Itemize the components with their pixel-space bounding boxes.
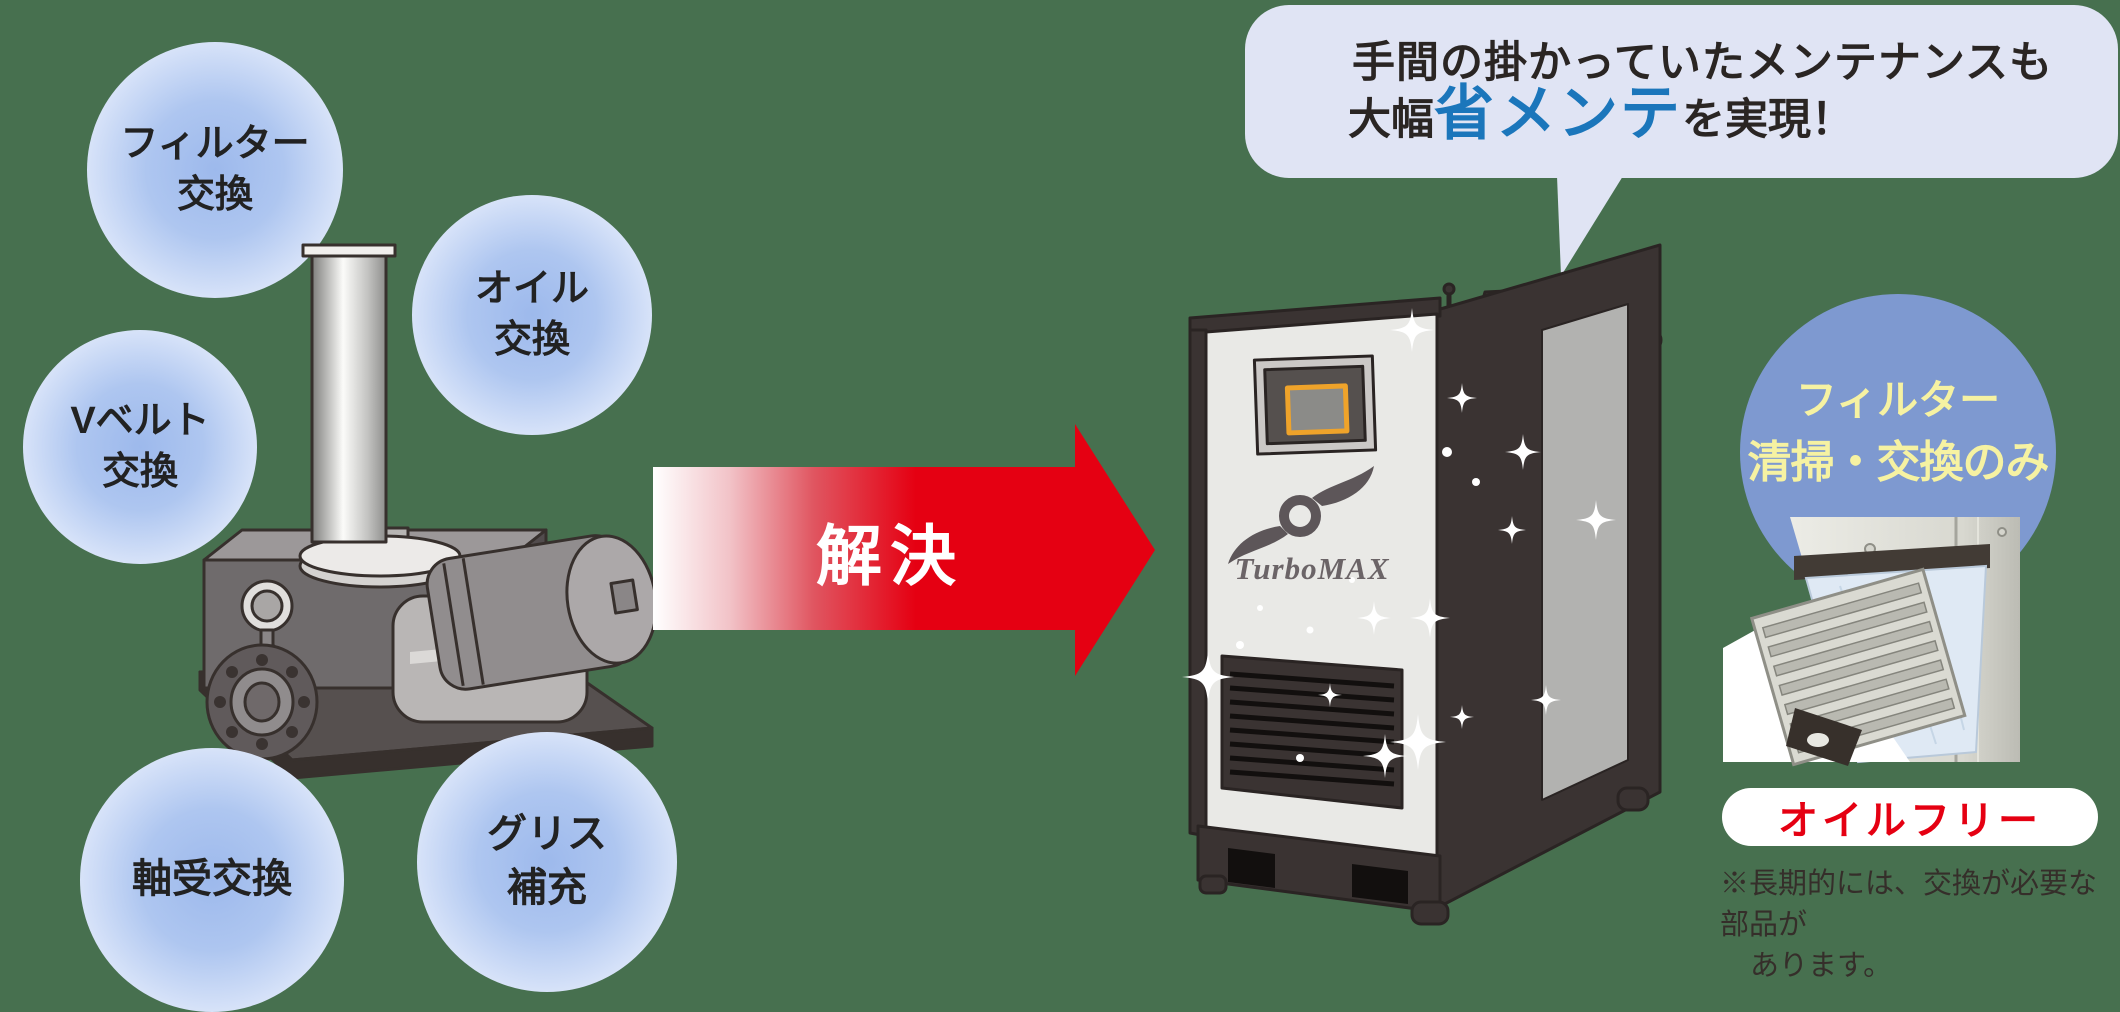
speech-bubble (1245, 5, 2118, 178)
speech-bubble-line2: 大幅省メンテを実現！ (1348, 78, 1854, 156)
bubble-grease-refill: グリス 補充 (417, 732, 677, 992)
circle-line1: フィルター (1795, 376, 2001, 423)
legacy-blower-illustration (198, 243, 658, 780)
speech-line2-suffix: を実現！ (1682, 96, 1854, 144)
oil-free-badge: オイルフリー (1722, 788, 2098, 846)
circle-line2: 清掃・交換のみ (1747, 437, 2050, 487)
bubble-filter-line2: 交換 (176, 174, 253, 216)
speech-bubble-line1: 手間の掛かっていたメンテナンスも (1352, 39, 2053, 87)
bubble-filter-replacement: フィルター 交換 (87, 42, 343, 298)
bubble-vbelt-replacement: Vベルト 交換 (23, 330, 257, 564)
bubble-oil-line2: 交換 (493, 319, 570, 361)
turbomax-machine-illustration (1182, 243, 1663, 926)
oil-free-label: オイルフリー (1778, 799, 2042, 843)
bubble-vbelt-line2: 交換 (101, 451, 178, 493)
bubble-oil-change: オイル 交換 (412, 195, 652, 435)
turbomax-brand-label: TurboMAX (1234, 551, 1390, 586)
solution-arrow-label: 解決 (816, 519, 964, 593)
bubble-vbelt-line1: Vベルト (70, 400, 210, 443)
speech-line2-prefix: 大幅 (1348, 96, 1434, 144)
bubble-grease-line1: グリス (487, 812, 607, 857)
bubble-bearing-replacement: 軸受交換 (80, 748, 344, 1012)
footnote-line1: ※長期的には、交換が必要な部品が (1720, 868, 2098, 942)
bubble-filter-line1: フィルター (120, 123, 310, 166)
footnote-line2: あります。 (1750, 950, 1893, 983)
footnote: ※長期的には、交換が必要な部品が あります。 (1720, 864, 2112, 988)
bubble-oil-line1: オイル (474, 268, 589, 311)
bubble-bearing-line1: 軸受交換 (132, 857, 292, 902)
filter-photo (1723, 517, 2020, 767)
solution-arrow-body (653, 467, 1077, 630)
speech-bubble-tail (1557, 176, 1623, 276)
sparkles (1182, 308, 1616, 778)
bubble-grease-line2: 補充 (507, 866, 587, 910)
solution-arrow-head (1075, 424, 1155, 676)
speech-line2-highlight: 省メンテ (1434, 80, 1682, 147)
